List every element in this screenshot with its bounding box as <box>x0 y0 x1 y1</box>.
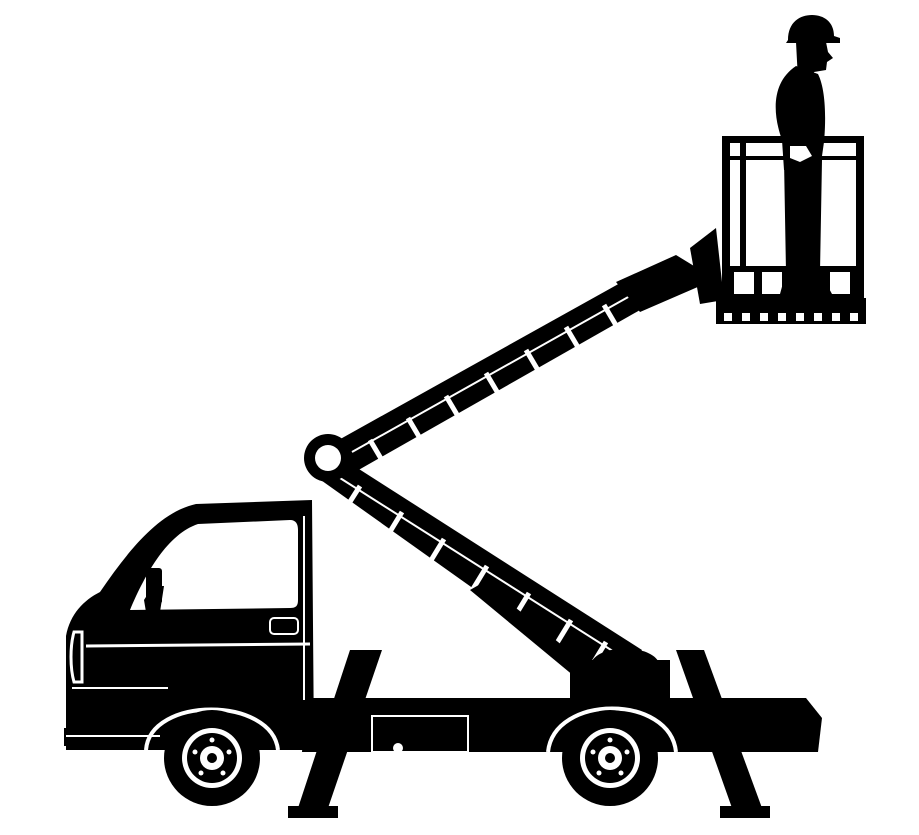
upper-boom <box>335 228 724 472</box>
worker-legs <box>780 160 832 294</box>
bucket-frame-right <box>856 138 864 302</box>
cab-belt-line <box>85 642 311 648</box>
turret-cap <box>590 648 660 668</box>
outrigger-pad-left <box>288 806 338 818</box>
toolbox <box>371 715 469 753</box>
rear-wheel-arch <box>546 706 678 753</box>
bucket-hazard-stripes <box>724 313 858 321</box>
front-wheel <box>144 707 280 806</box>
boom-elbow <box>304 434 352 482</box>
chassis-bolt <box>393 743 403 753</box>
headlight <box>69 630 84 684</box>
outrigger-pad-right <box>720 806 770 818</box>
bucket-post-a <box>740 140 746 300</box>
rear-wheel <box>546 706 678 806</box>
boom-tip <box>616 255 700 312</box>
door-handle <box>269 617 299 635</box>
bucket-floor <box>716 298 866 310</box>
worker-silhouette <box>775 15 840 294</box>
worker-torso <box>775 66 826 170</box>
lower-boom <box>318 462 642 690</box>
elbow-pin <box>315 445 341 471</box>
truck <box>64 500 822 753</box>
front-wheel-arch <box>144 707 280 751</box>
worker-hand <box>790 146 812 162</box>
side-mirror <box>146 568 162 604</box>
cab-window <box>130 520 298 610</box>
hard-hat-icon <box>786 15 840 43</box>
lift-cylinder <box>470 582 600 686</box>
bucket-stripe-band <box>716 310 866 324</box>
bucket-frame-left <box>722 136 730 302</box>
bucket-bracket <box>690 228 724 304</box>
